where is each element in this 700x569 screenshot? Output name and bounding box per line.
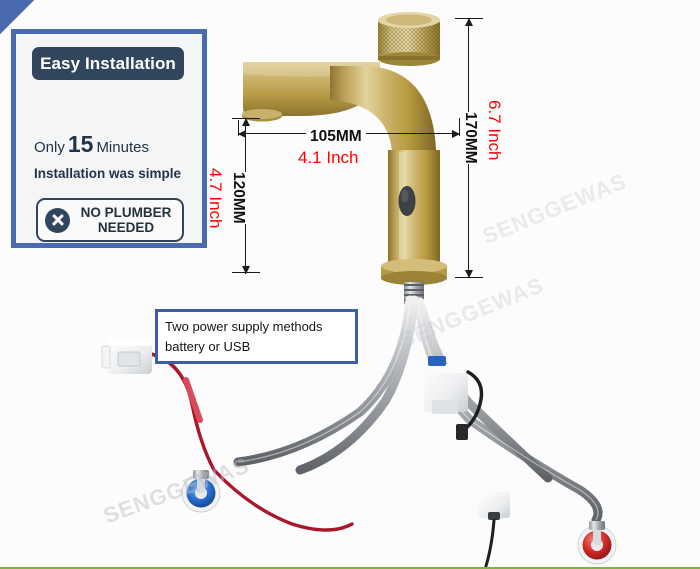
blue-connector: [428, 356, 446, 366]
hot-water-fitting: [577, 521, 617, 565]
dimension-extension-line: [459, 118, 461, 136]
panel-title: Easy Installation: [32, 47, 184, 80]
install-time-value: 15: [67, 131, 94, 157]
overall-height-inch-label: 6.7 Inch: [485, 100, 504, 161]
spout-height-inch-label: 4.7 Inch: [206, 168, 225, 229]
install-time-prefix: Only: [34, 139, 65, 156]
no-plumber-badge-text: NO PLUMBER NEEDED: [70, 205, 182, 235]
arrow-down-icon: [464, 270, 473, 278]
badge-line-2: NEEDED: [97, 220, 155, 235]
arrow-left-icon: [238, 129, 246, 138]
bottom-divider: [0, 567, 700, 569]
usb-adapter: [478, 492, 510, 568]
usb-cable: [462, 370, 484, 432]
callout-line-1: Two power supply methods: [165, 319, 323, 334]
faucet-body: [242, 12, 447, 285]
panel-subtitle: Installation was simple: [34, 166, 182, 181]
overall-height-mm-label: 170MM: [461, 112, 479, 164]
wire-connector-sleeve: [183, 377, 203, 423]
arrow-up-icon: [241, 118, 250, 126]
power-supply-callout: Two power supply methods battery or USB: [155, 309, 358, 364]
spout-reach-inch-label: 4.1 Inch: [298, 148, 359, 167]
x-circle-icon: [45, 207, 70, 233]
badge-line-1: NO PLUMBER: [80, 205, 172, 220]
arrow-right-icon: [452, 129, 460, 138]
arrow-down-icon: [241, 266, 250, 274]
control-box: [424, 356, 484, 440]
battery-pack: [101, 338, 152, 374]
dimension-extension-line: [238, 120, 240, 136]
install-time-unit: Minutes: [96, 139, 149, 156]
no-plumber-badge: NO PLUMBER NEEDED: [36, 198, 184, 242]
cold-water-fitting: [181, 470, 221, 513]
spout-reach-mm-label: 105MM: [306, 128, 366, 146]
corner-ribbon-decoration: [0, 0, 34, 34]
spout-height-mm-label: 120MM: [229, 172, 247, 224]
arrow-up-icon: [464, 18, 473, 26]
callout-line-2: battery or USB: [165, 339, 251, 354]
